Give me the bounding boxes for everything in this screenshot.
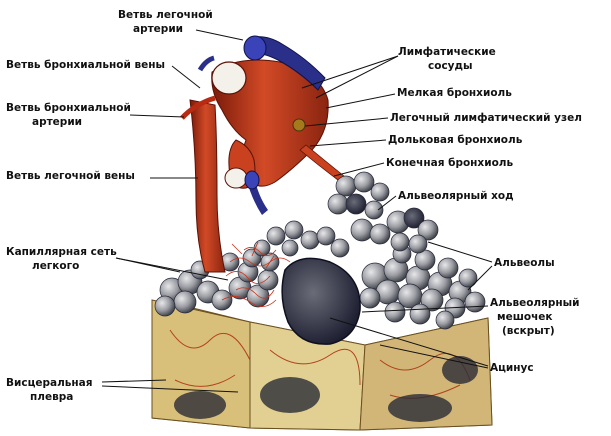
bronchial-vein: [197, 55, 215, 72]
alveolus-sphere: [300, 230, 320, 250]
alveolus-sphere: [417, 219, 439, 241]
label-visceral-pleura-line1: Висцеральная: [6, 377, 93, 389]
alveolus-sphere: [403, 207, 425, 229]
alveolus-sphere: [345, 193, 367, 215]
label-visceral-pleura-line2: плевра: [30, 391, 73, 403]
pulmonary-artery-lumen: [243, 35, 267, 61]
alveolus-sphere: [257, 269, 279, 291]
alveolus-sphere: [420, 288, 444, 312]
label-alveolar-sac-line2: мешочек: [497, 311, 553, 323]
label-bronchial-artery-line1: Ветвь бронхиальной: [6, 102, 131, 114]
label-acinus: Ацинус: [490, 362, 534, 374]
labels-right: Лимфатические сосуды Мелкая бронхиоль Ле…: [386, 46, 582, 374]
leader-lines: [101, 29, 493, 393]
label-lymph-node: Легочный лимфатический узел: [390, 112, 582, 124]
label-small-bronchiole: Мелкая бронхиоль: [397, 87, 512, 99]
alveolus-sphere: [173, 290, 197, 314]
alveolus-sphere: [370, 182, 390, 202]
label-alveolar-sac-line1: Альвеолярный: [490, 297, 580, 309]
lymph-node: [292, 118, 306, 132]
label-capillary-line2: легкого: [32, 260, 79, 272]
label-pulmonary-vein: Ветвь легочной вены: [6, 170, 135, 182]
label-alveolar-duct: Альвеолярный ход: [398, 190, 514, 202]
alveolus-sphere: [353, 171, 375, 193]
alveolus-sphere: [384, 301, 406, 323]
alveolus-sphere: [330, 238, 350, 258]
alveolus-sphere: [458, 268, 478, 288]
alveolus-sphere: [437, 257, 459, 279]
alveolus-sphere: [364, 200, 384, 220]
alveolus-sphere: [464, 291, 486, 313]
alveolar-duct: [327, 171, 439, 254]
label-bronchial-artery-line2: артерии: [32, 116, 82, 128]
alveolus-sphere: [284, 220, 304, 240]
artery-branch-lumen: [244, 170, 260, 190]
label-pulmonary-artery-line2: артерии: [133, 23, 183, 35]
alveolus-sphere: [435, 310, 455, 330]
alveolus-sphere: [154, 295, 176, 317]
bronchiole-lumen: [211, 61, 247, 95]
label-lymph-vessels-line1: Лимфатические: [398, 46, 496, 58]
alveolus-sphere: [408, 234, 428, 254]
label-alveoli: Альвеолы: [494, 257, 555, 269]
alveolus-sphere: [335, 175, 357, 197]
label-terminal-bronchiole: Конечная бронхиоль: [386, 157, 513, 169]
labels-left: Ветвь легочной артерии Ветвь бронхиально…: [6, 9, 213, 403]
opened-alveolar-sac: [281, 257, 361, 345]
alveolus-sphere: [359, 287, 381, 309]
label-bronchial-vein: Ветвь бронхиальной вены: [6, 59, 165, 71]
label-pulmonary-artery-line1: Ветвь легочной: [118, 9, 213, 21]
alveolus-sphere: [409, 303, 431, 325]
alveolus-sphere: [390, 232, 410, 252]
alveolus-sphere: [266, 226, 286, 246]
bronchial-artery: [180, 95, 216, 120]
tissue-block: [151, 299, 493, 431]
alveolus-sphere: [350, 218, 374, 242]
capillary-network: [221, 241, 291, 307]
label-lymph-vessels-line2: сосуды: [428, 60, 472, 72]
alveolus-sphere: [281, 239, 299, 257]
bronchiole-lumen-branch: [224, 167, 248, 189]
label-lobular-bronchiole: Дольковая бронхиоль: [388, 134, 523, 146]
label-capillary-line1: Капиллярная сеть: [6, 246, 117, 258]
pulmonary-vein-trunk: [189, 99, 226, 273]
label-alveolar-sac-line3: (вскрыт): [502, 325, 555, 337]
alveolus-sphere: [316, 226, 336, 246]
alveolus-sphere: [327, 193, 349, 215]
alveolus-sphere: [369, 223, 391, 245]
